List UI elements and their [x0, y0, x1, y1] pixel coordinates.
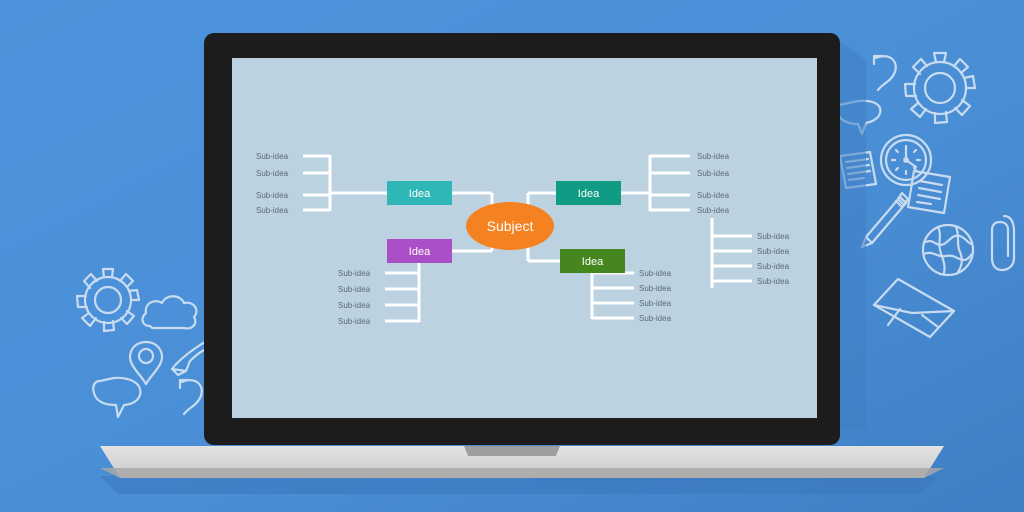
speech-bubble-icon [92, 376, 142, 419]
curved-arrow-icon [872, 54, 897, 92]
subidea-label: Sub-idea [338, 285, 371, 294]
idea-node-label: Idea [578, 188, 600, 200]
mindmap-diagram: Sub-idea Sub-idea Sub-idea Sub-idea Sub-… [256, 152, 790, 326]
laptop-shadow [838, 40, 866, 430]
subidea-label: Sub-idea [697, 191, 730, 200]
note-icon [906, 169, 952, 215]
laptop-trackpad-notch [464, 446, 560, 456]
subidea-label: Sub-idea [256, 152, 289, 161]
subidea-label: Sub-idea [757, 232, 790, 241]
gear-icon [903, 51, 977, 125]
subidea-label: Sub-idea [697, 169, 730, 178]
subidea-label: Sub-idea [757, 277, 790, 286]
curved-arrow-icon [178, 378, 203, 416]
subidea-label: Sub-idea [757, 262, 790, 271]
globe-icon [921, 223, 975, 277]
paperclip-icon [990, 214, 1016, 272]
laptop-base-edge [100, 468, 944, 478]
subidea-label: Sub-idea [697, 152, 730, 161]
subidea-label: Sub-idea [256, 169, 289, 178]
envelope-icon [872, 277, 956, 339]
clock-icon [879, 133, 933, 187]
subidea-labels: Sub-idea Sub-idea Sub-idea Sub-idea Sub-… [256, 152, 790, 326]
idea-node-top-right[interactable]: Idea [556, 181, 621, 205]
root-node-subject[interactable]: Subject [466, 202, 554, 250]
root-node-label: Subject [487, 218, 534, 234]
subidea-label: Sub-idea [256, 191, 289, 200]
subidea-label: Sub-idea [639, 269, 672, 278]
mindmap-connectors [303, 154, 752, 323]
idea-node-label: Idea [409, 246, 431, 258]
laptop-base-shadow [100, 476, 940, 494]
subidea-label: Sub-idea [697, 206, 730, 215]
subidea-label: Sub-idea [639, 284, 672, 293]
subidea-label: Sub-idea [338, 269, 371, 278]
subidea-label: Sub-idea [338, 317, 371, 326]
idea-node-bottom-left[interactable]: Idea [387, 239, 452, 263]
idea-node-label: Idea [582, 256, 604, 268]
subidea-label: Sub-idea [338, 301, 371, 310]
location-pin-icon [128, 340, 164, 386]
subidea-label: Sub-idea [757, 247, 790, 256]
mindmap-idea-boxes: Idea Idea Idea Idea [387, 181, 625, 273]
subidea-label: Sub-idea [256, 206, 289, 215]
subidea-label: Sub-idea [639, 299, 672, 308]
idea-node-top-left[interactable]: Idea [387, 181, 452, 205]
idea-node-bottom-right[interactable]: Idea [560, 249, 625, 273]
idea-node-label: Idea [409, 188, 431, 200]
gear-icon [75, 267, 141, 333]
cloud-icon [141, 295, 198, 330]
subidea-label: Sub-idea [639, 314, 672, 323]
decoration-group-left [75, 267, 220, 419]
decoration-group-right [836, 51, 1016, 339]
